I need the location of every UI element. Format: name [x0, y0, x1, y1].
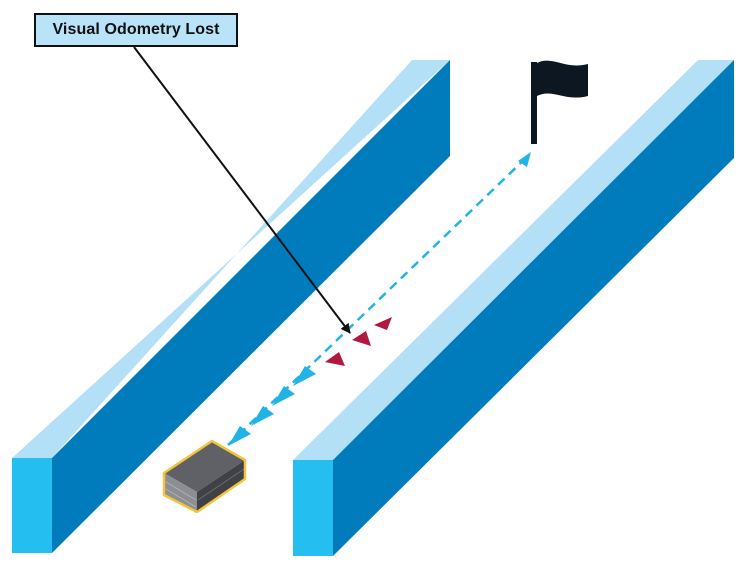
lost-odometry-arrow: [325, 352, 345, 366]
callout-pointer: [133, 46, 351, 334]
flag-icon: [531, 60, 588, 144]
right-wall-side: [333, 60, 734, 556]
lost-odometry-arrow: [374, 317, 392, 330]
robot-icon: [162, 439, 247, 514]
left-wall-front: [12, 458, 52, 553]
right-wall-top: [293, 60, 734, 460]
right-wall-front: [293, 460, 333, 556]
odometry-arrow: [228, 426, 251, 446]
left-wall-side: [52, 60, 450, 553]
callout-label: Visual Odometry Lost: [52, 21, 220, 38]
lost-odometry-arrow: [352, 331, 371, 346]
left-wall-top: [12, 60, 450, 458]
right-wall: [293, 60, 734, 556]
planned-path-line: [227, 155, 529, 446]
odometry-arrow: [251, 406, 274, 426]
visual-odometry-lost-callout: Visual Odometry Lost: [34, 13, 238, 47]
left-wall: [12, 60, 450, 553]
odometry-arrow: [293, 366, 316, 386]
odometry-arrow: [272, 386, 295, 406]
path-arrowhead-end: [518, 152, 531, 167]
